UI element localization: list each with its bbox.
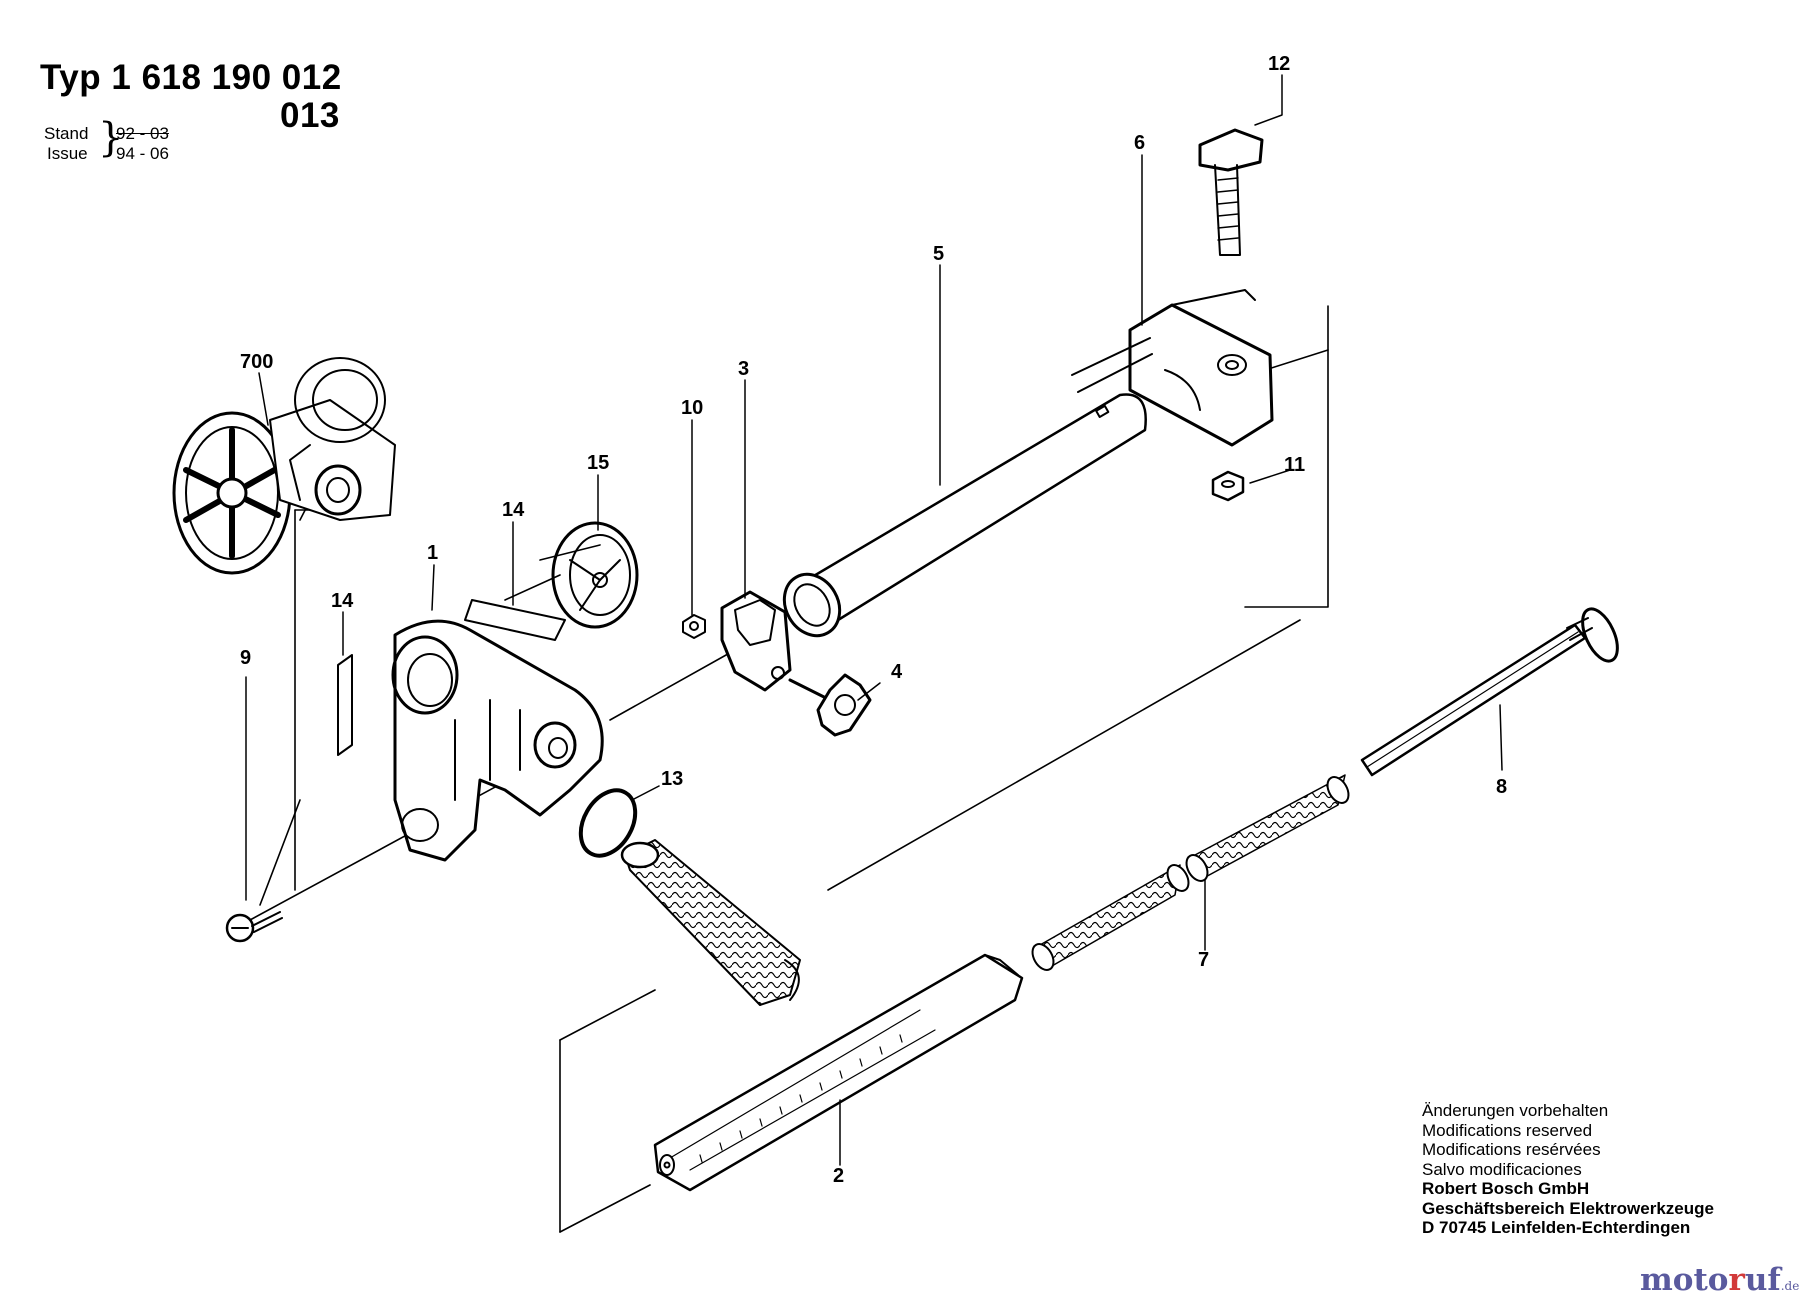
stand-value: 92 - 03: [116, 124, 169, 143]
logo-text-a: moto: [1640, 1262, 1729, 1298]
part-labels: 700 1 14 14 15 10 3 4 5 6 12 11 13 9 8 7…: [240, 53, 1507, 1187]
note-line-de: Änderungen vorbehalten: [1422, 1101, 1609, 1120]
part-label-14a: 14: [502, 499, 525, 521]
clamp-head-6: [1071, 289, 1274, 447]
part-label-6: 6: [1134, 132, 1145, 154]
leader-lines: [245, 74, 1503, 1166]
bellows-boot: [620, 839, 801, 1006]
nut-10: [682, 614, 706, 639]
title-number-alt: 013: [280, 96, 340, 135]
company-name: Robert Bosch GmbH: [1422, 1179, 1590, 1198]
company-division: Geschäftsbereich Elektrowerkzeuge: [1422, 1198, 1714, 1218]
part-label-1: 1: [427, 542, 438, 564]
logo-suffix: .de: [1780, 1279, 1800, 1293]
part-label-9: 9: [240, 647, 251, 669]
tube-5: [782, 393, 1147, 638]
part-label-4: 4: [891, 661, 903, 683]
o-ring-13: [578, 788, 638, 858]
part-label-14b: 14: [331, 590, 354, 612]
rod-8: [1360, 607, 1619, 777]
legal-notes: Änderungen vorbehalten Modifications res…: [1422, 1101, 1714, 1238]
base-bracket-1: [391, 619, 604, 862]
part-label-13: 13: [661, 768, 683, 790]
logo-text-b: uf: [1744, 1262, 1781, 1298]
logo-text-r: r: [1728, 1262, 1745, 1298]
wing-bolt-12: [1198, 128, 1264, 256]
part-label-3: 3: [738, 358, 749, 380]
part-label-10: 10: [681, 397, 703, 419]
part-label-5: 5: [933, 243, 944, 265]
label-strips-14: [337, 599, 566, 756]
note-line-en: Modifications reserved: [1422, 1120, 1593, 1140]
title-number: 1 618 190 012: [111, 58, 342, 97]
springs-7: [1031, 774, 1350, 971]
issue-label: Issue: [47, 144, 88, 163]
part-label-700: 700: [240, 351, 273, 373]
star-knob-4: [788, 673, 872, 737]
screw-9: [225, 911, 283, 943]
title-prefix: Typ: [40, 58, 102, 97]
brace-icon: }: [98, 115, 124, 161]
part-label-2: 2: [833, 1165, 844, 1187]
part-label-11: 11: [1284, 454, 1305, 476]
part-label-7: 7: [1198, 949, 1209, 971]
note-line-fr: Modifications resérvées: [1422, 1140, 1601, 1159]
clamp-block-3: [720, 590, 792, 692]
nut-11: [1211, 470, 1245, 502]
stand-label: Stand: [44, 124, 89, 143]
part-label-15: 15: [587, 452, 609, 474]
issue-value: 94 - 06: [116, 144, 169, 163]
handwheel-assembly: [172, 357, 396, 575]
watermark-logo: motoruf.de: [1640, 1262, 1799, 1298]
scale-rod-2: [653, 953, 1024, 1192]
company-address: D 70745 Leinfelden-Echterdingen: [1422, 1218, 1691, 1237]
disc-part-15: [551, 521, 639, 629]
part-label-8: 8: [1496, 776, 1507, 798]
note-line-es: Salvo modificaciones: [1422, 1159, 1582, 1179]
part-label-12: 12: [1268, 53, 1290, 75]
diagram-title: Typ 1 618 190 012: [40, 58, 342, 98]
